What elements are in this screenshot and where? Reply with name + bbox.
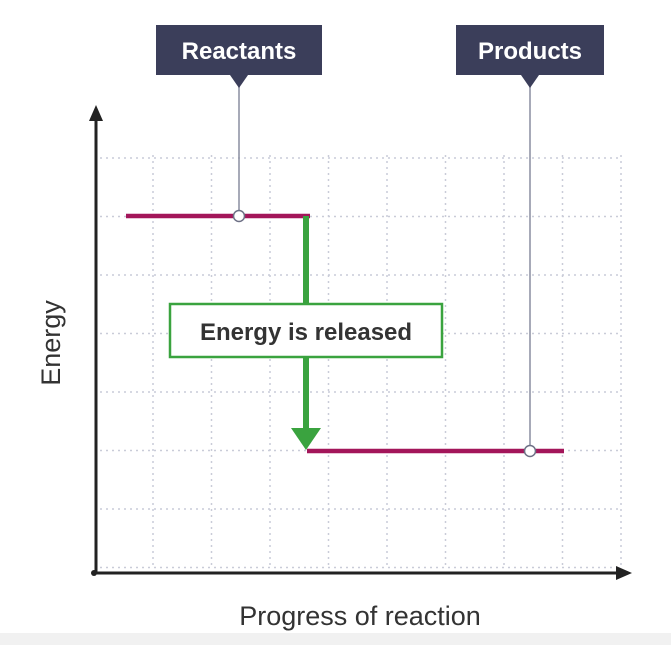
reactants-label: Reactants <box>182 38 297 65</box>
x-axis-label: Progress of reaction <box>239 601 481 631</box>
axes <box>89 105 632 580</box>
products-pointer-dot <box>523 444 537 458</box>
products-pointer-notch <box>521 75 539 88</box>
reactants-label-box <box>156 25 322 75</box>
energy-released-callout: Energy is released <box>168 302 444 359</box>
origin-dot <box>91 570 97 576</box>
arrow-head <box>291 428 321 450</box>
bottom-strip <box>0 633 671 645</box>
reactants-pointer-notch <box>230 75 248 88</box>
y-axis-label: Energy <box>36 300 66 386</box>
x-axis-arrowhead <box>616 566 632 580</box>
products-callout: Products <box>456 25 604 445</box>
products-label: Products <box>478 38 582 65</box>
energy-released-box <box>168 302 444 359</box>
energy-released-label: Energy is released <box>200 319 412 346</box>
reactants-callout: Reactants <box>156 25 322 210</box>
reactants-pointer-dot <box>232 209 246 223</box>
products-label-box <box>456 25 604 75</box>
y-axis-arrowhead <box>89 105 103 121</box>
